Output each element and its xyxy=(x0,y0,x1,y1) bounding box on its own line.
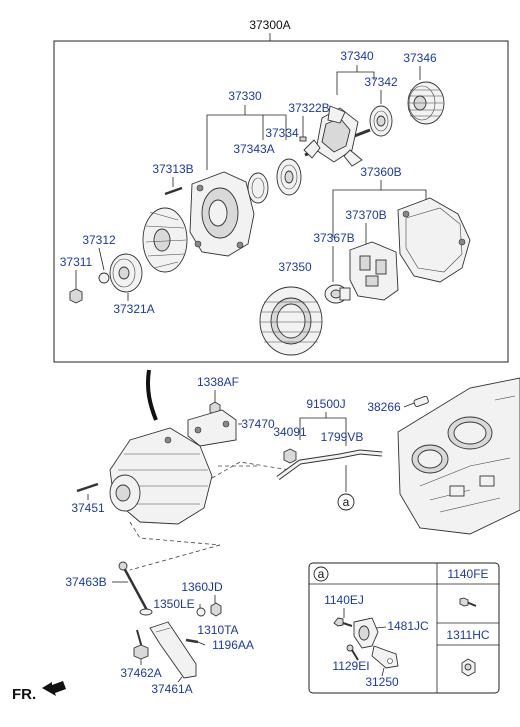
part-label-37451[interactable]: 37451 xyxy=(71,501,105,515)
callout-a-label[interactable]: a xyxy=(343,495,350,509)
part-label-37463B[interactable]: 37463B xyxy=(65,575,106,589)
part-label-91500J[interactable]: 91500J xyxy=(306,397,345,411)
engine-block xyxy=(397,377,520,535)
rotor-37340 xyxy=(303,105,371,167)
part-label-37330[interactable]: 37330 xyxy=(228,89,262,103)
clip-31250 xyxy=(353,617,399,669)
part-label-1350LE[interactable]: 1350LE xyxy=(153,597,194,611)
part-label-37342[interactable]: 37342 xyxy=(364,75,398,89)
part-label-1311HC[interactable]: 1311HC xyxy=(446,628,489,642)
screw-1129EI xyxy=(346,644,359,661)
stator-37350 xyxy=(259,286,323,356)
nut-1311HC-icon xyxy=(461,658,476,677)
part-label-1360JD[interactable]: 1360JD xyxy=(181,580,223,594)
part-label-37370B[interactable]: 37370B xyxy=(345,208,386,222)
part-label-37312[interactable]: 37312 xyxy=(82,233,116,247)
stud-37462A xyxy=(133,629,149,660)
part-label-1799VB[interactable]: 1799VB xyxy=(321,430,364,444)
bolt-1140FE-icon xyxy=(459,597,477,607)
part-label-31250[interactable]: 31250 xyxy=(365,675,399,689)
front-orientation-indicator: FR. xyxy=(12,681,66,703)
part-label-1129EI[interactable]: 1129EI xyxy=(332,659,369,673)
detail-marker-label[interactable]: a xyxy=(318,567,325,581)
bearing-37342 xyxy=(369,105,393,137)
bolt-37451 xyxy=(76,482,99,493)
part-label-1310TA[interactable]: 1310TA xyxy=(197,623,238,637)
part-label-37311[interactable]: 37311 xyxy=(60,255,93,269)
part-label-37343A[interactable]: 37343A xyxy=(233,142,274,156)
bolt-1196AA xyxy=(185,638,199,644)
key-37322B xyxy=(299,136,307,142)
part-label-37313B[interactable]: 37313B xyxy=(152,162,193,176)
part-label-1338AF[interactable]: 1338AF xyxy=(197,375,239,389)
part-label-38266[interactable]: 38266 xyxy=(367,400,401,414)
front-arrow-icon xyxy=(42,681,66,696)
nut-1360JD xyxy=(210,602,222,617)
bolt-37463B xyxy=(121,565,150,613)
part-label-37321A[interactable]: 37321A xyxy=(113,302,154,316)
part-label-37461A[interactable]: 37461A xyxy=(151,682,192,696)
part-label-37340[interactable]: 37340 xyxy=(340,49,374,63)
regulator-37370B xyxy=(349,241,399,301)
pulley-37346 xyxy=(407,81,445,125)
fan-37312 xyxy=(142,207,188,273)
pulley-37321A xyxy=(109,253,143,293)
part-label-37470[interactable]: 37470 xyxy=(241,417,275,431)
assembly-frame xyxy=(53,40,509,363)
mounting-group: 1338AF 37470 37451 91500J xyxy=(65,369,520,696)
bracket-37470 xyxy=(187,409,237,447)
washer-37312 xyxy=(98,272,110,284)
part-label-37300A[interactable]: 37300A xyxy=(249,18,290,32)
part-label-37350[interactable]: 37350 xyxy=(278,260,312,274)
front-housing-37330 xyxy=(189,171,255,257)
part-label-34091[interactable]: 34091 xyxy=(273,425,307,439)
part-label-37334[interactable]: 37334 xyxy=(265,126,299,140)
detail-table-frame xyxy=(308,562,500,694)
bearing-37334 xyxy=(276,158,302,196)
screw-1140EJ xyxy=(333,617,353,627)
part-label-37346[interactable]: 37346 xyxy=(403,51,437,65)
rear-housing-37360B xyxy=(397,197,471,283)
bolt-37313B xyxy=(164,186,183,196)
callout-a-circle xyxy=(337,493,355,511)
part-label-37367B[interactable]: 37367B xyxy=(313,231,354,245)
nut-37311 xyxy=(69,288,83,304)
nut-34091 xyxy=(283,448,297,464)
front-orientation-label: FR. xyxy=(12,686,36,703)
part-label-1140FE[interactable]: 1140FE xyxy=(447,567,488,581)
seal-37343A xyxy=(247,172,269,204)
part-label-1196AA[interactable]: 1196AA xyxy=(212,638,254,652)
alternator-body xyxy=(109,427,213,525)
part-label-1140EJ[interactable]: 1140EJ xyxy=(324,593,364,607)
part-label-1481JC[interactable]: 1481JC xyxy=(387,619,429,633)
part-label-37360B[interactable]: 37360B xyxy=(360,165,401,179)
brush-holder-37367B xyxy=(324,284,351,304)
washer-1350LE xyxy=(196,607,206,617)
bracket-37461A xyxy=(149,621,197,679)
detail-table: a 1140FE 1311HC 1140EJ 1481JC 1129EI xyxy=(308,562,500,694)
washer-37463B xyxy=(139,608,153,616)
detail-marker-circle xyxy=(313,566,329,582)
alternator-assembly-group: 37300A 37340 37346 37342 xyxy=(53,18,509,363)
part-label-37462A[interactable]: 37462A xyxy=(120,666,161,680)
part-label-37322B[interactable]: 37322B xyxy=(288,101,329,115)
plug-38266 xyxy=(413,395,429,408)
